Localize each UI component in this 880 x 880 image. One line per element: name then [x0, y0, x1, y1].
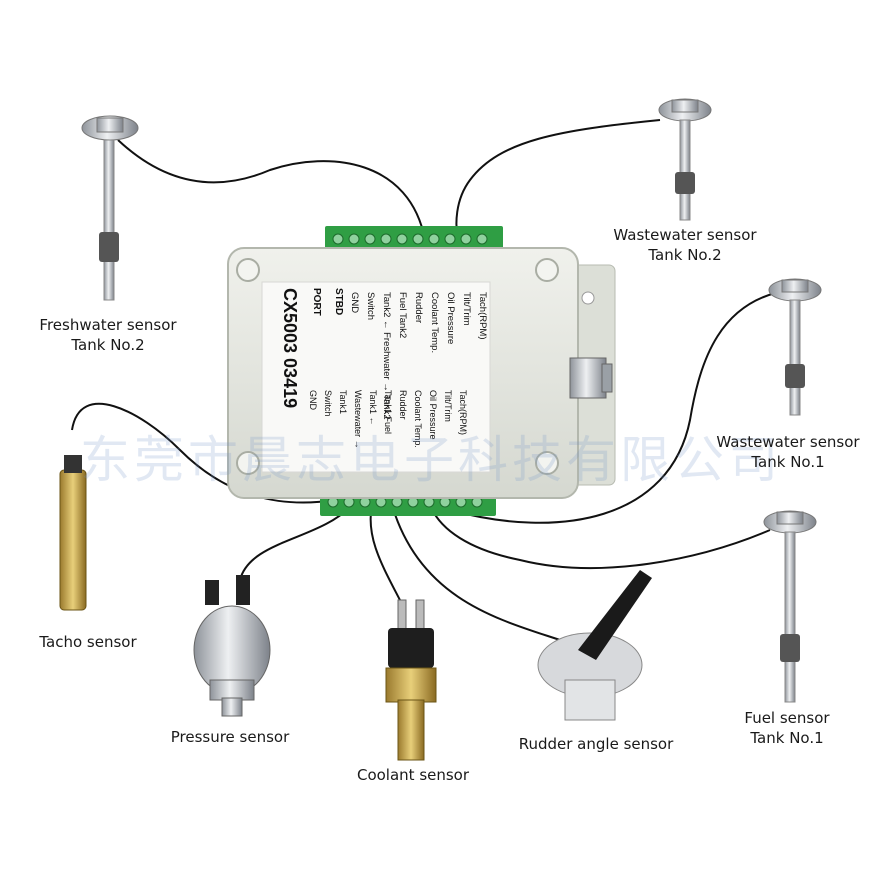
- freshwater-sensor-image: [81, 115, 139, 301]
- wire-wastewater1: [449, 289, 791, 524]
- wastewater2-sensor-image: [658, 98, 712, 221]
- wire-wastewater2: [455, 119, 661, 241]
- label-plate: [261, 281, 491, 473]
- wires: [71, 119, 791, 641]
- fuel-sensor-image: [763, 510, 817, 703]
- wire-pressure: [239, 504, 353, 581]
- rudder-sensor-image: [537, 570, 652, 721]
- watermark: 东莞市晨志电子科技有限公司: [80, 431, 782, 489]
- wire-tacho: [71, 402, 336, 504]
- connector: [569, 357, 613, 399]
- rudder-sensor-label: Rudder angle sensor: [518, 735, 674, 753]
- wire-rudder: [391, 504, 561, 641]
- wire-coolant: [369, 504, 406, 611]
- pressure-sensor-image: [193, 575, 271, 717]
- coolant-sensor-label: Coolant sensor: [356, 766, 470, 784]
- top-screws: [332, 233, 488, 245]
- module: [227, 226, 616, 516]
- tacho-sensor-image: [59, 455, 87, 611]
- corner-screws: [236, 258, 559, 475]
- wastewater1-sensor-image: [768, 278, 822, 416]
- model-number: CX5003 03419: [280, 288, 300, 409]
- wire-freshwater: [117, 139, 426, 241]
- tacho-sensor-label: Tacho sensor: [39, 633, 137, 651]
- pressure-sensor-label: Pressure sensor: [170, 728, 290, 746]
- stbd-line: Tach(RPM): [477, 292, 488, 340]
- coolant-sensor-image: [385, 599, 437, 761]
- wire-fuel: [429, 504, 771, 570]
